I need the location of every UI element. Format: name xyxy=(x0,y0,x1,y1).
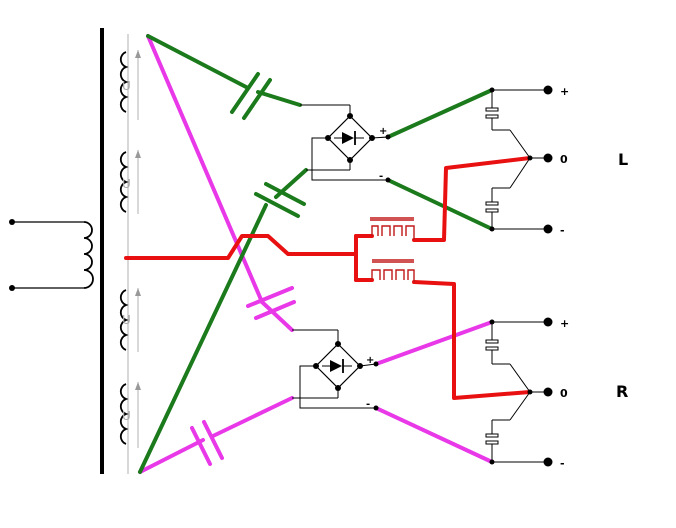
red-wiring xyxy=(124,156,532,400)
terminal-left-minus xyxy=(543,224,553,234)
terminal-right-zero-label: 0 xyxy=(560,387,568,400)
red-center-tap-lead xyxy=(124,234,358,260)
red-left-ground xyxy=(412,156,532,242)
green-plus-out xyxy=(386,88,494,139)
secondary-winding-1: U xyxy=(119,50,141,120)
terminal-left-plus xyxy=(543,85,553,95)
capacitor-top-green xyxy=(230,72,272,120)
secondary-winding-2: U xyxy=(119,150,141,214)
bridge-top-minus: - xyxy=(379,171,383,182)
capacitor-mid-magenta xyxy=(246,286,296,320)
bridge-bottom-minus: - xyxy=(366,399,370,410)
green-minus-out xyxy=(386,178,494,231)
terminals-right: + 0 - R xyxy=(543,317,628,470)
diode-icon xyxy=(330,360,342,372)
winding-4-label: U xyxy=(122,409,131,423)
terminal-left-zero-label: 0 xyxy=(560,153,568,166)
terminal-right-zero xyxy=(543,387,553,397)
winding-3-label: U xyxy=(122,313,131,327)
terminal-right-minus-label: - xyxy=(560,457,565,470)
channel-left-label: L xyxy=(618,150,628,169)
terminal-left-zero xyxy=(543,153,553,163)
green-cap-to-bridge xyxy=(256,90,302,107)
output-network-left xyxy=(485,89,548,230)
channel-right-label: R xyxy=(616,382,628,401)
terminal-right-plus-label: + xyxy=(560,317,569,330)
magenta-bottom-lead xyxy=(138,438,205,474)
magenta-cap-lead xyxy=(260,300,294,332)
green-wiring xyxy=(138,34,494,474)
capacitor-bottom-magenta xyxy=(190,420,224,466)
magenta-minus-out xyxy=(374,406,494,464)
secondary-winding-4: U xyxy=(119,382,141,448)
primary-coil xyxy=(83,221,94,289)
output-junctions xyxy=(489,87,533,465)
capacitor-mid-green xyxy=(254,182,306,218)
green-diagonal-lower xyxy=(138,203,268,474)
red-right-ground xyxy=(412,280,532,400)
secondary-winding-3: U xyxy=(119,288,141,352)
bridge-rectifier-bottom: + - xyxy=(292,329,379,411)
magenta-plus-out xyxy=(374,320,494,366)
inductor-top-red xyxy=(370,217,415,240)
bridge-top-plus: + xyxy=(379,126,387,137)
winding-2-label: U xyxy=(122,177,131,191)
magenta-diagonal-upper xyxy=(146,34,264,304)
primary-terminal-bottom xyxy=(9,285,15,291)
inductor-bottom-red xyxy=(371,259,415,282)
terminal-left-minus-label: - xyxy=(560,224,565,237)
terminal-left-plus-label: + xyxy=(560,85,569,98)
secondary-windings: U U U U xyxy=(119,34,141,474)
magenta-cap-to-bridge xyxy=(211,396,294,438)
bridge-bottom-plus: + xyxy=(366,355,374,366)
terminal-right-plus xyxy=(543,317,553,327)
bridge-rectifier-top: + - xyxy=(300,104,391,183)
output-network-right xyxy=(485,321,548,463)
diode-icon xyxy=(342,132,354,144)
primary-terminal-top xyxy=(9,219,15,225)
primary-winding xyxy=(9,219,94,291)
winding-1-label: U xyxy=(122,79,131,93)
terminals-left: + 0 - L xyxy=(543,85,628,237)
green-top-lead xyxy=(146,34,250,90)
terminal-right-minus xyxy=(543,457,553,467)
